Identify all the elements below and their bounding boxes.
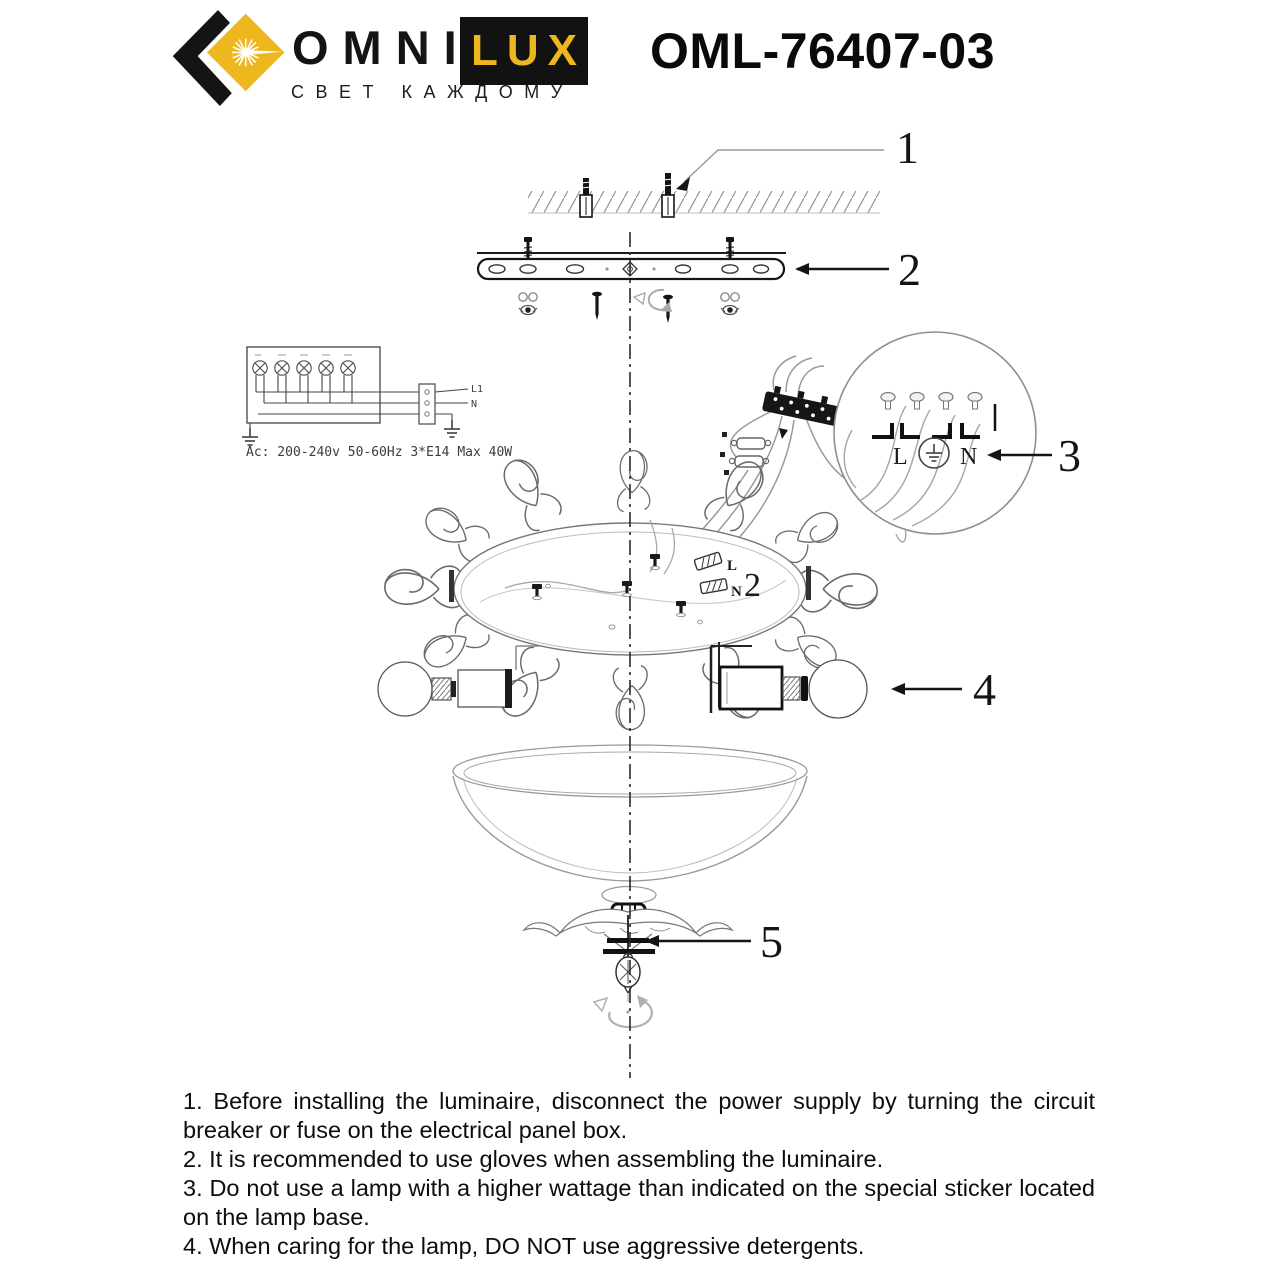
logo-chevron bbox=[172, 10, 232, 106]
circuit-label-line: L1 bbox=[471, 384, 483, 395]
bulb-socket-right: 4 bbox=[709, 642, 996, 719]
ceiling-hatch bbox=[528, 191, 880, 213]
rotate-arrow bbox=[608, 1001, 653, 1029]
logo-long-ray bbox=[247, 50, 282, 55]
rotate-arrow bbox=[647, 288, 668, 311]
finial-collar bbox=[522, 908, 734, 958]
lamp-socket bbox=[457, 669, 509, 708]
wire-connectors bbox=[720, 432, 772, 475]
callout-5-arrowhead bbox=[645, 935, 659, 947]
detail-terminal-screws bbox=[880, 391, 983, 410]
wall-anchor-right bbox=[661, 173, 675, 218]
finial-knob bbox=[615, 952, 641, 995]
mounting-bracket-section: 2 bbox=[476, 236, 921, 323]
bulb-socket-left bbox=[377, 645, 540, 717]
callout-4: 4 bbox=[973, 664, 996, 715]
canopy-label-neutral: N bbox=[731, 584, 742, 600]
callout-3: 3 bbox=[1058, 430, 1081, 481]
terminal-strip bbox=[762, 385, 840, 426]
circuit-label-neutral: N bbox=[471, 399, 477, 410]
canopy-connector-live bbox=[693, 551, 723, 571]
canopy-label-bracket: 2 bbox=[744, 567, 761, 604]
brand-tagline: СВЕТ КАЖДОМУ bbox=[291, 82, 574, 102]
lamp-symbols bbox=[252, 360, 356, 376]
wall-anchor-left bbox=[579, 178, 593, 218]
bulb-threads bbox=[431, 677, 452, 701]
lamp-socket bbox=[718, 665, 784, 711]
down-arrow bbox=[779, 428, 788, 439]
instruction-3: 3. Do not use a lamp with a higher watta… bbox=[183, 1175, 1095, 1230]
callout-4-arrowhead bbox=[891, 683, 905, 695]
light-bulb bbox=[377, 661, 433, 717]
canopy-connector-neutral bbox=[699, 578, 728, 595]
callout-1-arrowhead bbox=[676, 177, 690, 191]
brand-lux: LUX bbox=[471, 26, 586, 75]
callout-5: 5 bbox=[760, 916, 783, 967]
socket-bar-right bbox=[806, 566, 811, 600]
detail-terminal-clamps bbox=[872, 423, 980, 439]
instruction-1: 1. Before installing the luminaire, disc… bbox=[183, 1088, 1095, 1143]
electrical-specs: Ac: 200-240v 50-60Hz 3*E14 Max 40W bbox=[246, 445, 512, 460]
detail-label-neutral: N bbox=[960, 444, 977, 470]
canopy-label-live: L bbox=[727, 558, 737, 574]
bulb-threads bbox=[782, 676, 801, 701]
callout-1-leader bbox=[683, 149, 884, 183]
instruction-2: 2. It is recommended to use gloves when … bbox=[183, 1146, 884, 1172]
detail-earth-circle bbox=[918, 437, 950, 469]
instruction-4: 4. When caring for the lamp, DO NOT use … bbox=[183, 1233, 865, 1259]
instructions-block: 1. Before installing the luminaire, disc… bbox=[183, 1087, 1095, 1261]
omnilux-logo-icon bbox=[172, 10, 285, 106]
callout-1: 1 bbox=[896, 122, 919, 173]
callout-2: 2 bbox=[898, 244, 921, 295]
brand-lux-box: LUX bbox=[460, 17, 588, 85]
socket-bar-left bbox=[449, 570, 454, 602]
earth-symbol bbox=[443, 419, 461, 438]
ceiling-section: 1 bbox=[528, 122, 919, 218]
bracket-holes bbox=[488, 264, 770, 274]
circuit-diagram: L1 N Ac: 200-240v 50-60Hz 3*E14 Max 40W bbox=[241, 346, 512, 460]
brand-omni: OMNI bbox=[292, 21, 471, 74]
earth-symbol bbox=[241, 427, 259, 446]
light-bulb bbox=[808, 659, 868, 719]
callout-3-arrowhead bbox=[987, 449, 1001, 461]
logo-star-center bbox=[241, 48, 250, 57]
model-number: OML-76407-03 bbox=[650, 23, 996, 79]
detail-label-live: L bbox=[893, 444, 908, 470]
callout-2-arrowhead bbox=[795, 263, 809, 275]
wiring-detail-circle: L N 3 bbox=[833, 331, 1081, 543]
